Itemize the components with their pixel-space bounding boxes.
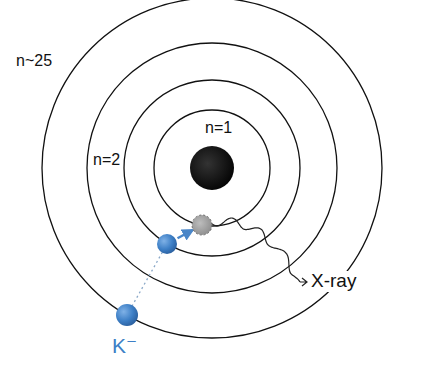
orbit-label: n=1 bbox=[203, 119, 234, 137]
particles bbox=[116, 146, 307, 326]
photon-wave bbox=[210, 218, 300, 282]
final-kaon-state bbox=[192, 215, 212, 235]
orbit-label: n~25 bbox=[14, 52, 54, 70]
transition-arrow bbox=[178, 230, 193, 238]
orbit-circle bbox=[154, 110, 270, 226]
kaon-ball bbox=[116, 304, 138, 326]
orbit-circle bbox=[124, 80, 300, 256]
orbit-label: n=2 bbox=[91, 151, 122, 169]
kaon-ball bbox=[157, 234, 177, 254]
orbit-circle bbox=[42, 0, 382, 338]
dotted-transition bbox=[127, 244, 167, 315]
nucleus bbox=[190, 146, 234, 190]
orbit-circles bbox=[42, 0, 382, 338]
photon-arrowhead bbox=[300, 278, 307, 286]
orbit-circle bbox=[87, 43, 337, 293]
particle-label: K⁻ bbox=[110, 334, 139, 357]
radiation-label: X-ray bbox=[309, 271, 358, 292]
